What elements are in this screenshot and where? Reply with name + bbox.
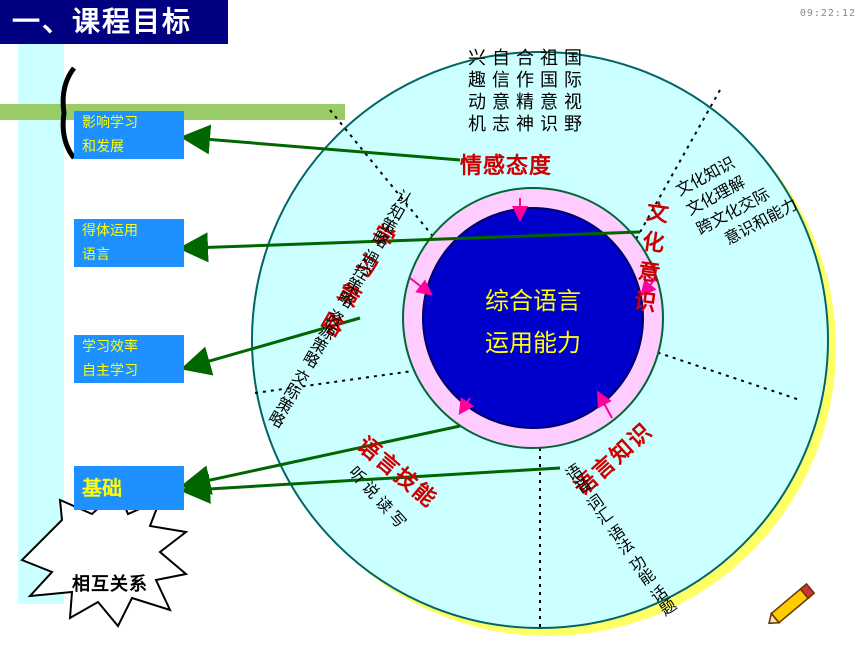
box-foundation: 基础 bbox=[74, 466, 184, 510]
center-line: 综合语言 bbox=[485, 287, 581, 315]
left-strip bbox=[18, 44, 64, 604]
affect-label: 情感态度 bbox=[460, 154, 553, 179]
box-line: 学习效率 bbox=[82, 339, 138, 355]
relation-label: 相互关系 bbox=[72, 574, 148, 595]
center-text: 综合语言 运用能力 bbox=[433, 280, 633, 364]
affect-row: 机志神识野 bbox=[468, 114, 588, 135]
box-line: 语言 bbox=[82, 247, 110, 263]
box-line: 影响学习 bbox=[82, 115, 138, 131]
pencil-icon bbox=[768, 582, 816, 625]
sector-dividers bbox=[254, 89, 801, 628]
page-title: 一、课程目标 bbox=[0, 0, 228, 44]
box-efficiency: 学习效率 自主学习 bbox=[74, 335, 184, 383]
box-learning-dev: 影响学习 和发展 bbox=[74, 111, 184, 159]
pink-arrows bbox=[409, 198, 657, 419]
center-line: 运用能力 bbox=[485, 329, 581, 357]
green-arrows bbox=[178, 124, 641, 504]
bracket-icon bbox=[60, 66, 77, 160]
clock-readout: 09:22:12 bbox=[799, 8, 856, 19]
box-line: 得体运用 bbox=[82, 223, 138, 239]
box-line: 自主学习 bbox=[82, 363, 138, 379]
box-line: 和发展 bbox=[82, 139, 124, 155]
affect-items: 兴自合祖国趣信作国际动意精意视机志神识野 bbox=[468, 48, 588, 136]
box-language-use: 得体运用 语言 bbox=[74, 219, 184, 267]
affect-row: 趣信作国际 bbox=[468, 70, 588, 91]
box-line: 基础 bbox=[82, 476, 122, 500]
affect-row: 兴自合祖国 bbox=[468, 48, 588, 69]
relation-star bbox=[20, 488, 189, 628]
affect-row: 动意精意视 bbox=[468, 92, 588, 113]
center-circle bbox=[422, 207, 644, 429]
culture-label-char: 识 bbox=[632, 288, 658, 317]
